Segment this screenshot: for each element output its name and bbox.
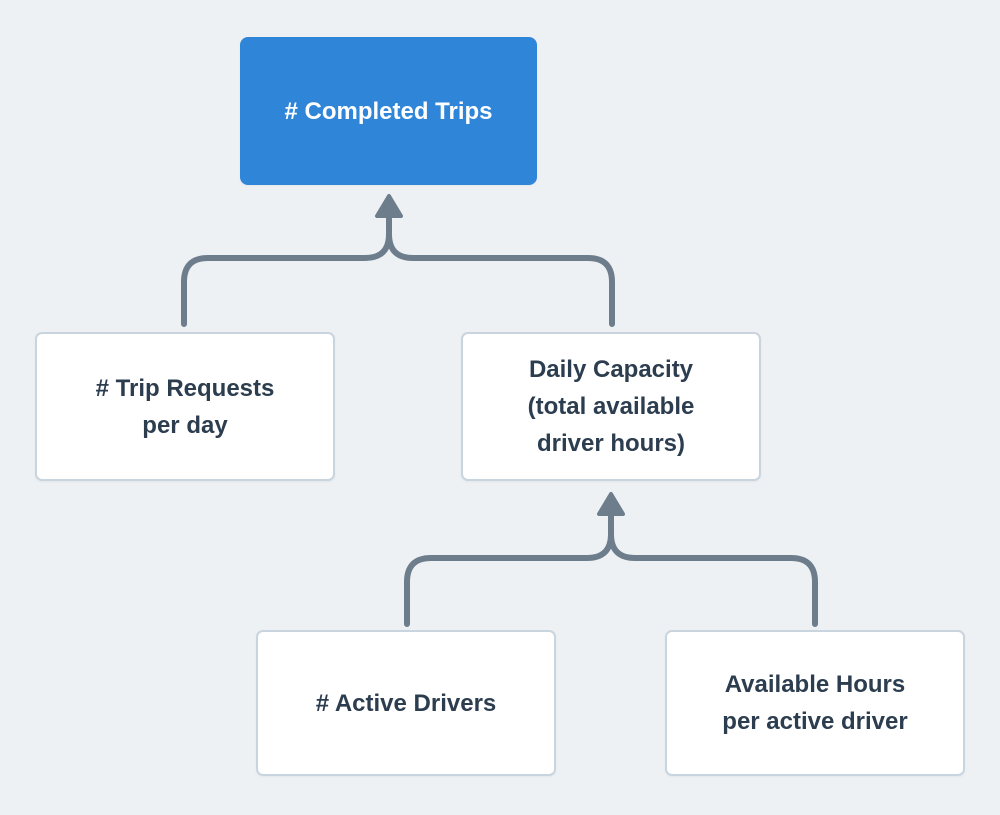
node-daily-capacity-label: Daily Capacity (total available driver h… — [527, 356, 695, 457]
node-available-hours: Available Hours per active driver — [665, 630, 965, 776]
node-available-hours-label: Available Hours per active driver — [722, 671, 908, 735]
connector-top — [181, 194, 615, 327]
arrow-up-icon — [375, 194, 403, 218]
connector-bottom-right-branch — [608, 511, 818, 627]
node-active-drivers: # Active Drivers — [256, 630, 556, 776]
connector-bottom — [404, 492, 818, 627]
connector-top-left-branch — [181, 212, 392, 327]
node-daily-capacity: Daily Capacity (total available driver h… — [461, 332, 761, 481]
node-trip-requests: # Trip Requests per day — [35, 332, 335, 481]
connector-bottom-left-branch — [404, 511, 614, 627]
connector-top-right-branch — [386, 212, 615, 327]
node-completed-trips: # Completed Trips — [240, 37, 537, 185]
arrow-up-icon — [597, 492, 625, 516]
node-completed-trips-label: # Completed Trips — [284, 97, 493, 125]
node-active-drivers-label: # Active Drivers — [315, 689, 497, 717]
node-trip-requests-label: # Trip Requests per day — [95, 374, 275, 439]
